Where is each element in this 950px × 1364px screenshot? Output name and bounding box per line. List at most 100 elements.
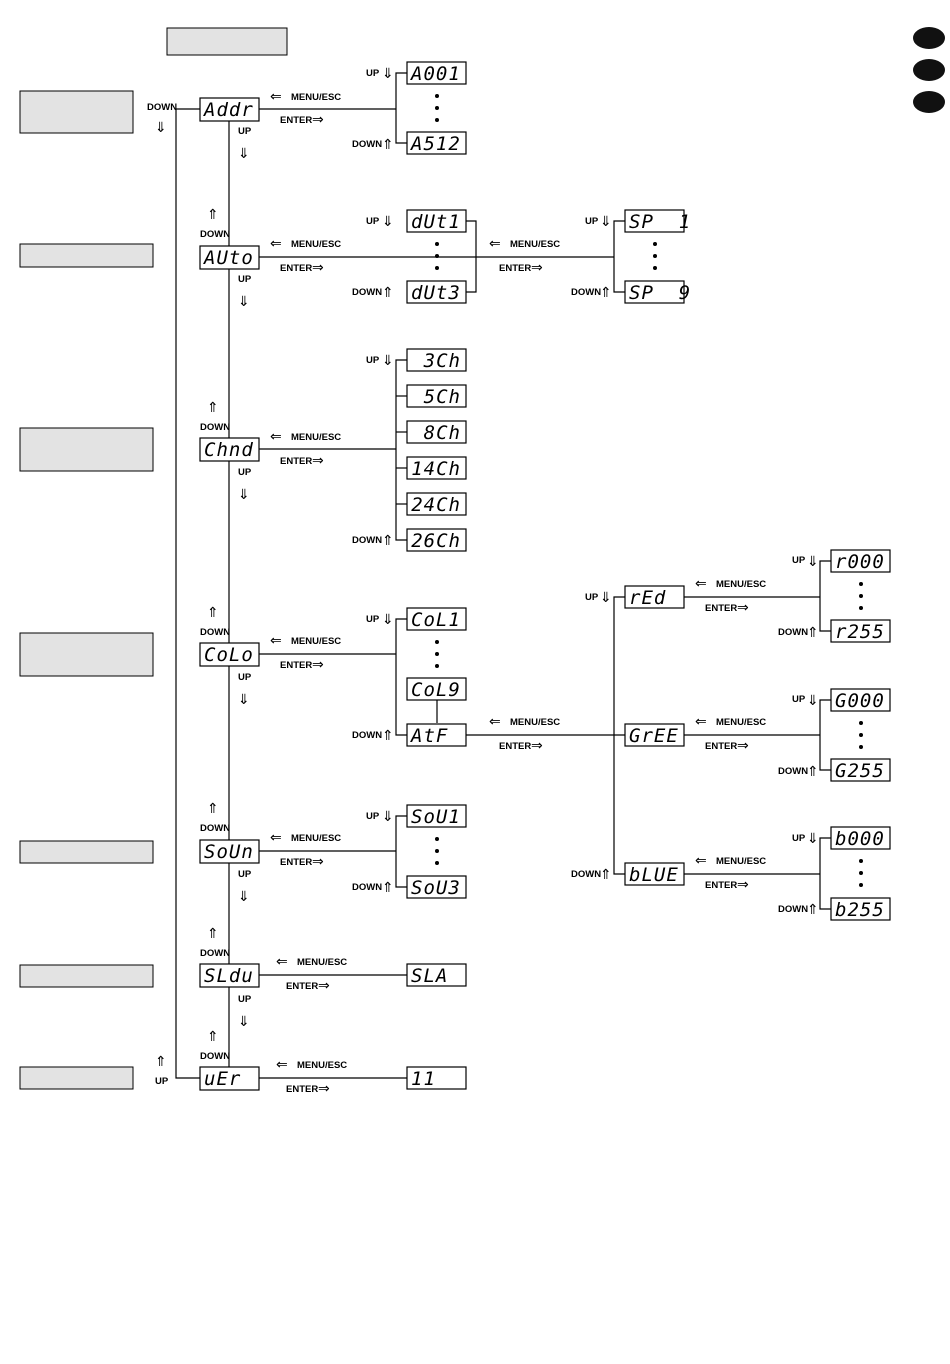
- addr-last-display: A512: [410, 133, 461, 155]
- down-label: DOWN: [200, 823, 230, 834]
- chnd-3ch-display: 3Ch: [423, 350, 461, 372]
- down-label: DOWN: [778, 627, 808, 638]
- up-arrow-icon: ⇑: [807, 764, 819, 780]
- left-arrow-icon: ⇐: [270, 236, 282, 252]
- up-arrow-icon: ⇑: [207, 207, 219, 223]
- left-arrow-icon: ⇐: [695, 853, 707, 869]
- up-label: UP: [585, 216, 599, 227]
- menu-esc-label: MENU/ESC: [291, 239, 341, 250]
- red-first-display: r000: [835, 551, 885, 573]
- up-arrow-icon: ⇑: [382, 728, 394, 744]
- description-boxes: [19, 27, 288, 1090]
- down-arrow-icon: ⇓: [382, 214, 394, 230]
- down-label: DOWN: [352, 287, 382, 298]
- down-arrow-icon: ⇓: [238, 487, 250, 503]
- down-arrow-icon: ⇓: [807, 693, 819, 709]
- left-arrow-icon: ⇐: [270, 429, 282, 445]
- menu-esc-label: MENU/ESC: [716, 717, 766, 728]
- up-label: UP: [366, 355, 380, 366]
- right-arrow-icon: ⇒: [312, 657, 324, 673]
- sldu-description-box: [19, 964, 154, 988]
- right-arrow-icon: ⇒: [531, 260, 543, 276]
- right-arrow-icon: ⇒: [312, 453, 324, 469]
- chnd-8ch-display: 8Ch: [424, 422, 461, 444]
- enter-label: ENTER: [705, 603, 737, 614]
- down-label: DOWN: [571, 287, 601, 298]
- up-arrow-icon: ⇑: [382, 285, 394, 301]
- left-arrow-icon: ⇐: [489, 236, 501, 252]
- up-arrow-icon: ⇑: [600, 285, 612, 301]
- down-label: DOWN: [778, 904, 808, 915]
- up-arrow-icon: ⇑: [807, 902, 819, 918]
- up-arrow-icon: ⇑: [207, 926, 219, 942]
- left-arrow-icon: ⇐: [276, 1057, 288, 1073]
- enter-label: ENTER: [499, 263, 531, 274]
- up-arrow-icon: ⇑: [807, 625, 819, 641]
- menu-esc-label: MENU/ESC: [291, 833, 341, 844]
- up-label: UP: [238, 994, 252, 1005]
- speed-first-display: SP 1: [629, 211, 691, 233]
- colo-atf-display: AtF: [410, 725, 448, 747]
- red-last-display: r255: [835, 621, 885, 643]
- down-arrow-icon: ⇓: [155, 120, 167, 136]
- down-label: DOWN: [200, 948, 230, 959]
- enter-label: ENTER: [280, 263, 312, 274]
- colo-last-display: CoL9: [411, 679, 461, 701]
- ver-description-box: [19, 1066, 134, 1090]
- up-label: UP: [238, 126, 252, 137]
- chnd-description-box: [19, 427, 154, 472]
- right-arrow-icon: ⇒: [737, 738, 749, 754]
- left-arrow-icon: ⇐: [276, 954, 288, 970]
- menu-ver-display: uEr: [204, 1068, 241, 1090]
- soun-last-display: SoU3: [411, 877, 461, 899]
- enter-label: ENTER: [705, 741, 737, 752]
- enter-label: ENTER: [499, 741, 531, 752]
- branch-updown-labels: UP ⇓ DOWN ⇑ UP ⇓ DOWN ⇑ UP ⇓ DOWN ⇑ UP ⇓…: [352, 66, 819, 918]
- up-arrow-icon: ⇑: [207, 801, 219, 817]
- right-arrow-icon: ⇒: [737, 877, 749, 893]
- chnd-24ch-display: 24Ch: [411, 494, 461, 516]
- up-arrow-icon: ⇑: [207, 605, 219, 621]
- up-label: UP: [238, 869, 252, 880]
- soun-first-display: SoU1: [411, 806, 461, 828]
- up-label: UP: [238, 274, 252, 285]
- down-label: DOWN: [352, 730, 382, 741]
- right-arrow-icon: ⇒: [318, 1081, 330, 1097]
- up-label: UP: [366, 68, 380, 79]
- blue-first-display: b000: [835, 828, 885, 850]
- menu-esc-label: MENU/ESC: [291, 636, 341, 647]
- left-arrow-icon: ⇐: [270, 633, 282, 649]
- down-arrow-icon: ⇓: [600, 214, 612, 230]
- up-label: UP: [238, 672, 252, 683]
- left-arrow-icon: ⇐: [270, 89, 282, 105]
- right-arrow-icon: ⇒: [737, 600, 749, 616]
- down-arrow-icon: ⇓: [382, 66, 394, 82]
- language-dot-3: [913, 91, 945, 113]
- menu-esc-label: MENU/ESC: [297, 1060, 347, 1071]
- down-label: DOWN: [352, 882, 382, 893]
- down-arrow-icon: ⇓: [807, 554, 819, 570]
- up-label: UP: [792, 694, 806, 705]
- atf-blue-display: bLUE: [629, 864, 679, 886]
- up-label: UP: [585, 592, 599, 603]
- up-label: UP: [366, 811, 380, 822]
- display-texts: Addr AUto Chnd CoLo SoUn SLdu uEr A001 A…: [203, 63, 885, 1090]
- language-markers: [913, 27, 945, 113]
- down-arrow-icon: ⇓: [238, 146, 250, 162]
- down-arrow-icon: ⇓: [238, 692, 250, 708]
- menu-chnd-display: Chnd: [204, 439, 254, 461]
- down-label: DOWN: [571, 869, 601, 880]
- heading-box: [166, 27, 288, 56]
- enter-label: ENTER: [286, 1084, 318, 1095]
- up-arrow-icon: ⇑: [155, 1054, 167, 1070]
- down-label: DOWN: [200, 627, 230, 638]
- up-arrow-icon: ⇑: [382, 533, 394, 549]
- menu-soun-display: SoUn: [204, 841, 254, 863]
- enter-label: ENTER: [286, 981, 318, 992]
- right-arrow-icon: ⇒: [312, 112, 324, 128]
- menu-esc-label: MENU/ESC: [291, 92, 341, 103]
- down-label: DOWN: [778, 766, 808, 777]
- left-arrow-icon: ⇐: [695, 576, 707, 592]
- speed-last-display: SP 9: [629, 282, 691, 304]
- chnd-26ch-display: 26Ch: [411, 530, 461, 552]
